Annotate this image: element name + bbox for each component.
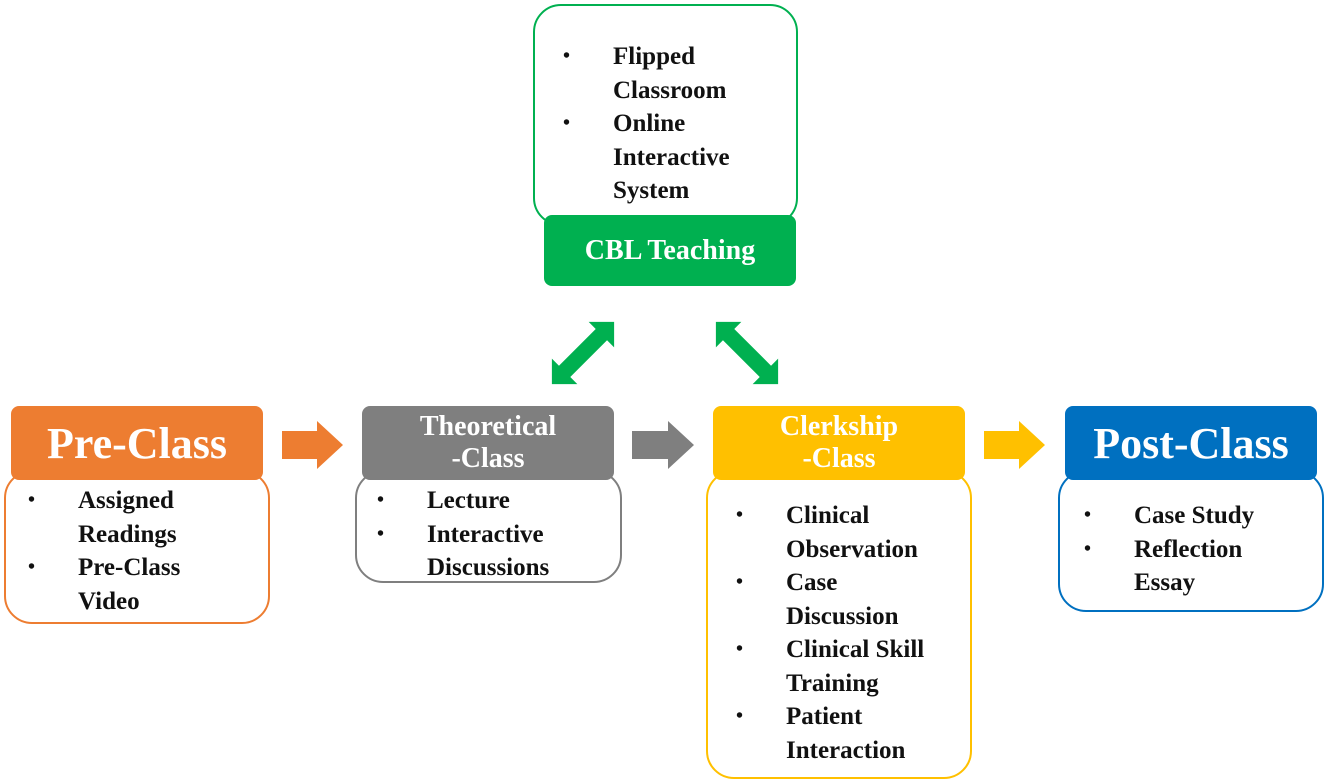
list-item: Case Study <box>1084 499 1322 533</box>
list-item: Case Discussion <box>736 566 936 633</box>
theoretical-class-box: Lecture Interactive Discussions <box>355 470 622 583</box>
pre-class-box: Assigned Readings Pre-Class Video <box>4 470 270 624</box>
cbl-teaching-list: Flipped Classroom Online Interactive Sys… <box>563 40 796 208</box>
post-class-list: Case Study Reflection Essay <box>1084 499 1322 600</box>
cbl-teaching-header: CBL Teaching <box>544 215 796 286</box>
list-item: Clinical Observation <box>736 499 966 566</box>
theoretical-class-header: Theoretical -Class <box>362 406 614 480</box>
list-item: Interactive Discussions <box>377 518 577 585</box>
pre-class-header: Pre-Class <box>11 406 263 480</box>
list-item: Reflection Essay <box>1084 533 1274 600</box>
cbl-teaching-box: Flipped Classroom Online Interactive Sys… <box>533 4 798 226</box>
arrow-right-icon <box>282 421 343 469</box>
double-arrow-icon <box>715 321 779 385</box>
list-item: Flipped Classroom <box>563 40 763 107</box>
list-item: Lecture <box>377 484 620 518</box>
clerkship-class-header: Clerkship -Class <box>713 406 965 480</box>
post-class-box: Case Study Reflection Essay <box>1058 470 1324 612</box>
post-class-header: Post-Class <box>1065 406 1317 480</box>
clerkship-class-box: Clinical Observation Case Discussion Cli… <box>706 470 972 779</box>
theoretical-class-list: Lecture Interactive Discussions <box>377 484 620 585</box>
list-item: Patient Interaction <box>736 700 936 767</box>
pre-class-list: Assigned Readings Pre-Class Video <box>28 484 268 618</box>
list-item: Pre-Class Video <box>28 551 218 618</box>
list-item: Assigned Readings <box>28 484 218 551</box>
arrow-right-icon <box>984 421 1045 469</box>
clerkship-class-list: Clinical Observation Case Discussion Cli… <box>736 499 970 767</box>
list-item: Online Interactive System <box>563 107 763 208</box>
list-item: Clinical Skill Training <box>736 633 968 700</box>
double-arrow-icon <box>551 321 615 385</box>
arrow-right-icon <box>632 421 694 469</box>
